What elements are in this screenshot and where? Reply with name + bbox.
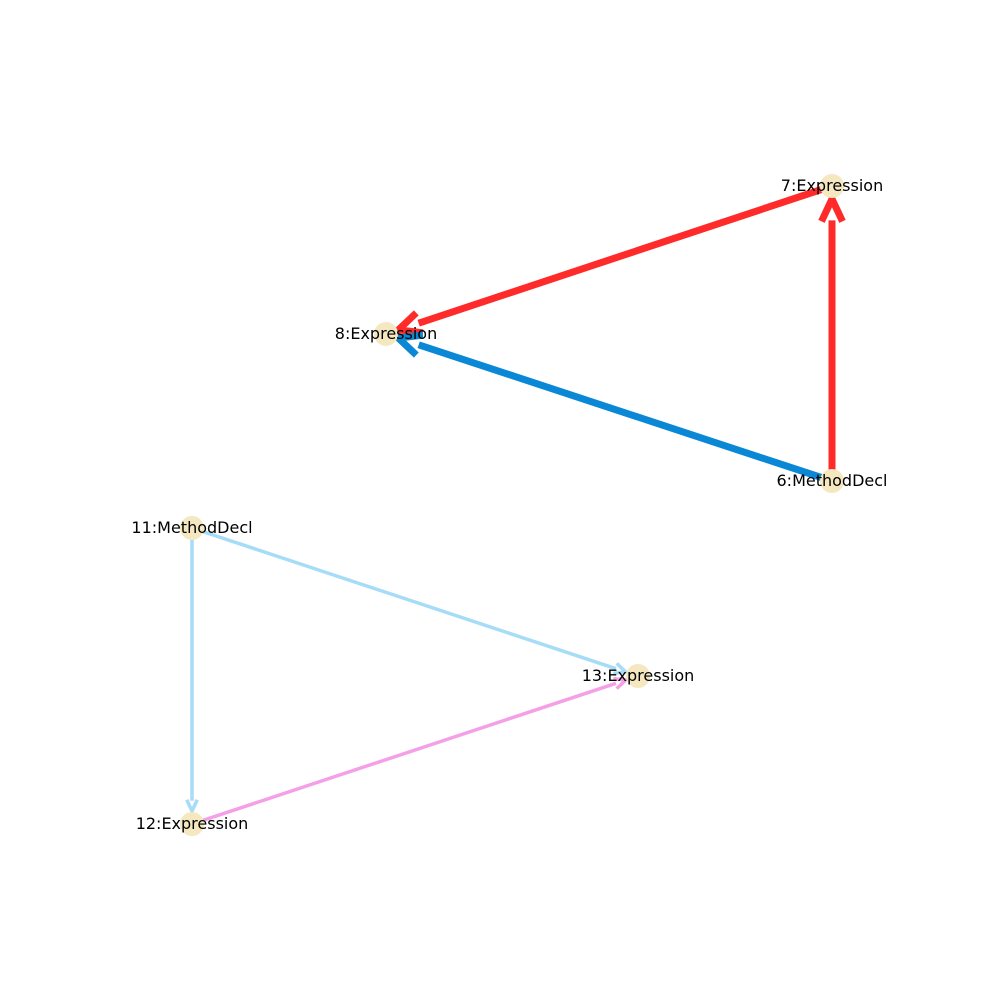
edge-line: [191, 526, 617, 671]
edge-arrowhead: [613, 676, 630, 690]
edge-line: [191, 681, 617, 826]
labels-layer: 6:MethodDecl 7:Expression 8:Expression 1…: [131, 176, 887, 833]
node-label-11: 11:MethodDecl: [131, 518, 252, 537]
node-label-6: 6:MethodDecl: [777, 471, 888, 490]
edge-arrowhead: [185, 799, 199, 816]
edge-e6-7: [818, 190, 846, 481]
node-n7: [820, 174, 844, 198]
edge-e11-13: [191, 526, 630, 676]
edge-line: [417, 341, 834, 485]
edge-arrowhead: [613, 662, 630, 676]
node-n8: [374, 322, 398, 346]
node-label-13: 13:Expression: [582, 666, 695, 685]
edge-e11-12: [185, 528, 199, 816]
edge-e6-8: [390, 331, 834, 485]
node-n11: [180, 516, 204, 540]
node-label-7: 7:Expression: [781, 176, 883, 195]
edge-arrowhead: [390, 331, 424, 358]
edge-arrowhead: [390, 310, 424, 337]
edge-e7-8: [390, 182, 834, 337]
node-n13: [626, 664, 650, 688]
node-n6: [820, 469, 844, 493]
edge-line: [417, 182, 834, 327]
nodes-layer: [180, 174, 844, 836]
node-label-8: 8:Expression: [335, 324, 437, 343]
edge-arrowhead: [818, 190, 846, 223]
node-label-12: 12:Expression: [136, 814, 249, 833]
edge-e12-13: [191, 676, 630, 826]
edges-layer: [185, 182, 846, 826]
node-n12: [180, 812, 204, 836]
